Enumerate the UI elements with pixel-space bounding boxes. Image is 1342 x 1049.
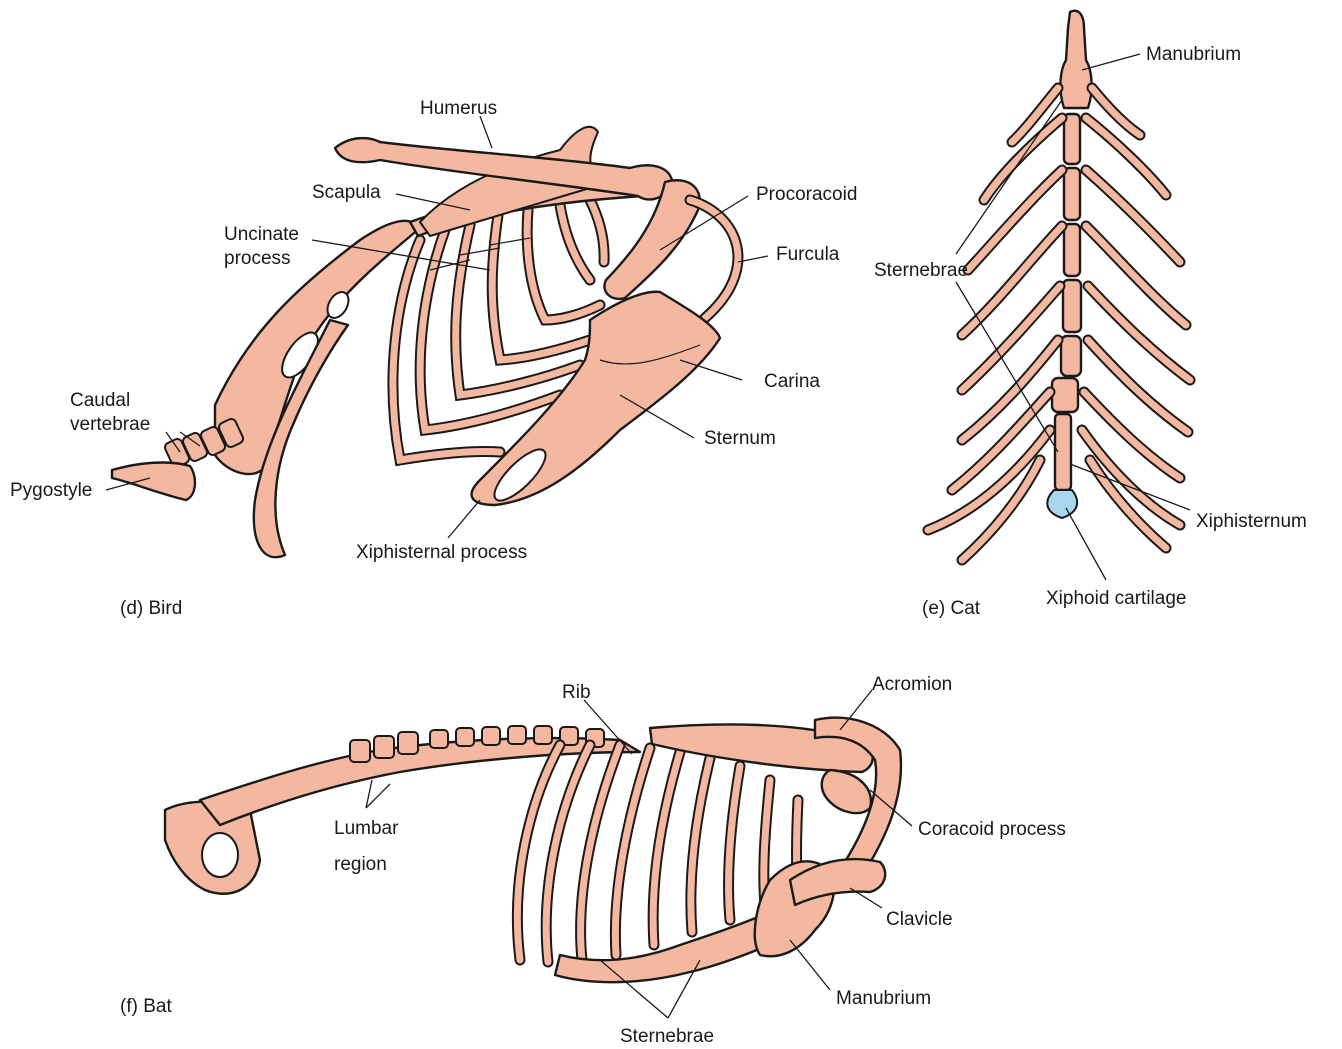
bird-skeleton: Humerus Scapula Uncinate process Procora… bbox=[10, 98, 857, 619]
cat-xiphoid-cartilage bbox=[1047, 490, 1077, 518]
bird-furcula bbox=[690, 200, 738, 318]
label-caudal-2: vertebrae bbox=[70, 414, 150, 435]
cat-ribs-left bbox=[928, 88, 1062, 560]
label-pygostyle: Pygostyle bbox=[10, 480, 92, 501]
bird-pygostyle bbox=[112, 463, 195, 500]
label-bat-lumbar-2: region bbox=[334, 854, 387, 875]
label-uncinate-1: Uncinate bbox=[224, 224, 299, 245]
bat-pelvis-foramen bbox=[202, 833, 238, 877]
label-bat-coracoid: Coracoid process bbox=[918, 819, 1066, 840]
label-cat-sternebrae: Sternebrae bbox=[874, 260, 968, 281]
cat-ribs-right bbox=[1082, 88, 1190, 548]
label-cat-manubrium: Manubrium bbox=[1146, 44, 1241, 65]
bat-coracoid bbox=[822, 770, 871, 813]
label-scapula: Scapula bbox=[312, 182, 381, 203]
caption-cat: (e) Cat bbox=[922, 598, 981, 619]
label-procoracoid: Procoracoid bbox=[756, 184, 857, 205]
label-bat-clavicle: Clavicle bbox=[886, 909, 953, 930]
caption-bird: (d) Bird bbox=[120, 598, 182, 619]
label-bat-rib: Rib bbox=[562, 682, 591, 703]
label-cat-xiphisternum: Xiphisternum bbox=[1196, 511, 1307, 532]
label-cat-xiphoid: Xiphoid cartilage bbox=[1046, 588, 1186, 609]
label-xiphisternal: Xiphisternal process bbox=[356, 542, 527, 563]
label-carina: Carina bbox=[764, 371, 820, 392]
cat-manubrium bbox=[1060, 11, 1091, 108]
label-sternum: Sternum bbox=[704, 428, 776, 449]
label-bat-lumbar-1: Lumbar bbox=[334, 818, 399, 839]
label-uncinate-2: process bbox=[224, 248, 291, 269]
label-bat-sternebrae: Sternebrae bbox=[620, 1026, 714, 1047]
label-bat-manubrium: Manubrium bbox=[836, 988, 931, 1009]
cat-skeleton: Manubrium Sternebrae Xiphisternum Xiphoi… bbox=[874, 11, 1307, 619]
label-caudal-1: Caudal bbox=[70, 390, 130, 411]
bat-skeleton: Rib Acromion Lumbar region Coracoid proc… bbox=[120, 674, 1066, 1047]
label-furcula: Furcula bbox=[776, 244, 840, 265]
label-humerus: Humerus bbox=[420, 98, 497, 119]
caption-bat: (f) Bat bbox=[120, 996, 172, 1017]
label-bat-acromion: Acromion bbox=[872, 674, 952, 695]
